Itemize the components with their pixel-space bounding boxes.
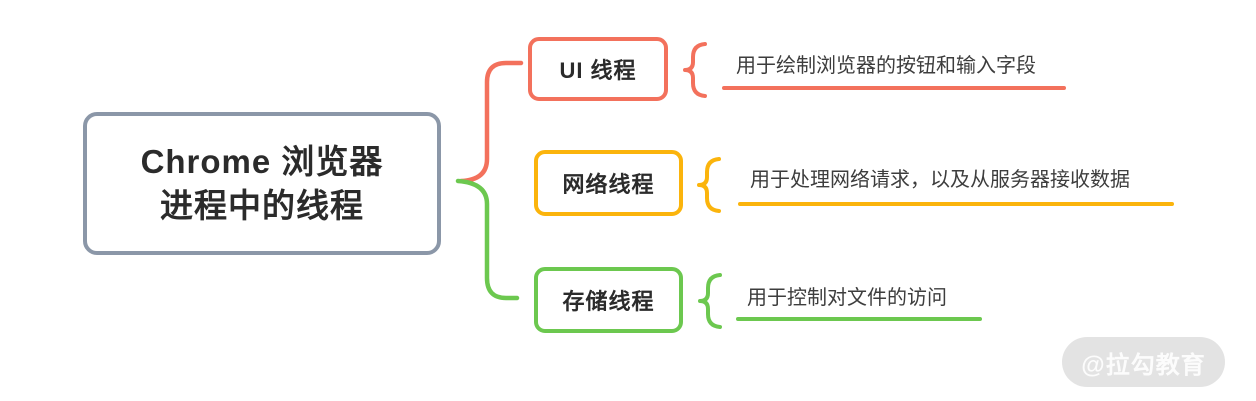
root-node: Chrome 浏览器 进程中的线程	[83, 112, 441, 255]
branch-underline	[722, 86, 1066, 90]
branch-underline	[738, 202, 1174, 206]
branch-node-label: 存储线程	[562, 289, 655, 314]
watermark-badge: @拉勾教育	[1062, 337, 1225, 387]
connector-upper-red-curve	[458, 60, 524, 184]
branch-description: 用于控制对文件的访问	[747, 287, 947, 309]
branch-description: 用于处理网络请求，以及从服务器接收数据	[750, 169, 1130, 191]
curly-brace-icon	[696, 156, 722, 214]
branch-node-label: 网络线程	[562, 172, 655, 197]
branch-node-storage-thread: 存储线程	[534, 267, 683, 333]
branch-underline	[736, 317, 982, 321]
root-node-label: Chrome 浏览器 进程中的线程	[140, 142, 384, 224]
branch-node-network-thread: 网络线程	[534, 150, 683, 216]
curly-brace-icon	[697, 272, 723, 330]
branch-node-ui-thread: UI 线程	[528, 37, 668, 101]
branch-description: 用于绘制浏览器的按钮和输入字段	[736, 55, 1036, 77]
branch-node-label: UI 线程	[559, 58, 637, 83]
connector-lower-green-curve	[455, 178, 520, 301]
curly-brace-icon	[682, 41, 708, 99]
watermark-text: @拉勾教育	[1081, 351, 1206, 379]
